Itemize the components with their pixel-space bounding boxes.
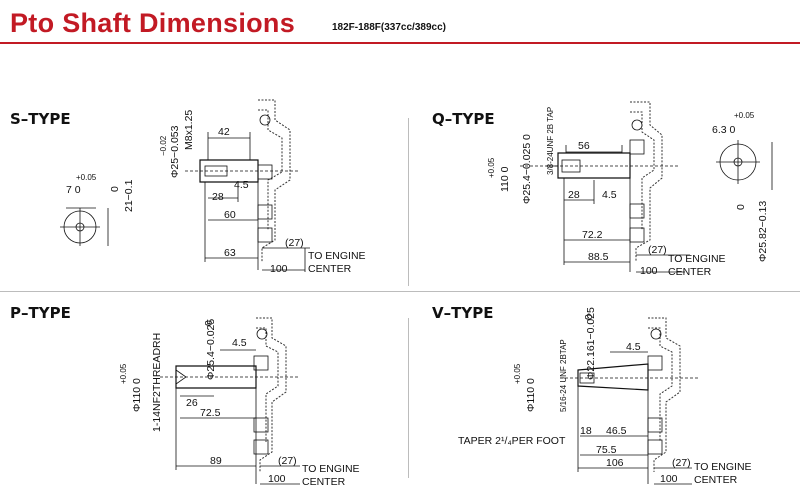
q-dia-main: Φ25.4−0.025 — [521, 143, 533, 204]
s-key-height: 21−0.1 — [123, 179, 135, 212]
v-dim-4-5: 4.5 — [626, 341, 641, 353]
section-divider-vertical-top — [408, 118, 409, 286]
section-divider-vertical-bottom — [408, 318, 409, 478]
s-type-drawing: 42 4.5 28 60 63 (27) 100 TO ENGINE CENTE… — [60, 99, 366, 275]
q-key-width: 6.3 0 — [712, 124, 736, 136]
q-dim-88-5: 88.5 — [588, 251, 609, 263]
p-dim-72-5: 72.5 — [200, 407, 221, 419]
v-dia-main: Φ22.161−0.025 — [585, 307, 597, 380]
section-divider-horizontal — [0, 291, 800, 292]
p-dia-zero: 0 — [203, 320, 215, 326]
s-dia-tol-top: −0.02 — [159, 135, 168, 156]
s-key-tol: +0.05 — [76, 173, 97, 182]
q-key-tol: +0.05 — [734, 111, 755, 120]
p-dim-100: 100 — [268, 473, 286, 485]
p-type-label: P–TYPE — [10, 304, 71, 322]
q-bore: 110 0 — [499, 166, 511, 192]
v-dim-106: 106 — [606, 457, 624, 469]
q-engine-center-line2: CENTER — [668, 266, 712, 278]
s-thread: M8x1.25 — [183, 110, 195, 150]
v-engine-center-line1: TO ENGINE — [694, 461, 752, 473]
s-engine-center-line1: TO ENGINE — [308, 250, 366, 262]
q-engine-center-line1: TO ENGINE — [668, 253, 726, 265]
s-dim-63: 63 — [224, 247, 236, 259]
q-key-zero: 0 — [735, 204, 747, 210]
q-dim-28: 28 — [568, 189, 580, 201]
v-dim-18: 18 — [580, 425, 592, 437]
s-engine-center-line2: CENTER — [308, 263, 352, 275]
v-type-label: V–TYPE — [432, 304, 494, 322]
p-engine-center-line2: CENTER — [302, 476, 346, 488]
v-type-drawing: 4.5 18 46.5 75.5 106 (27) 100 TO ENGINE … — [458, 307, 752, 486]
page-title: Pto Shaft Dimensions — [10, 8, 296, 38]
s-dia-main: Φ25−0.053 — [169, 125, 181, 178]
v-dim-75-5: 75.5 — [596, 444, 617, 456]
s-dim-60: 60 — [224, 209, 236, 221]
s-key-width: 7 0 — [66, 184, 81, 196]
q-dia-tol: +0.05 — [487, 157, 496, 178]
v-engine-center-line2: CENTER — [694, 474, 738, 486]
s-key-height-zero: 0 — [109, 186, 121, 192]
page-subtitle: 182F-188F(337cc/389cc) — [332, 22, 446, 33]
q-type-label: Q–TYPE — [432, 110, 495, 128]
s-dim-27: (27) — [285, 237, 304, 249]
q-dim-27: (27) — [648, 244, 667, 256]
v-dim-46-5: 46.5 — [606, 425, 627, 437]
s-dim-100: 100 — [270, 263, 288, 275]
q-dim-100: 100 — [640, 265, 658, 277]
p-type-drawing: 4.5 26 72.5 89 (27) 100 TO ENGINE CENTER… — [119, 317, 360, 488]
q-dim-72-2: 72.2 — [582, 229, 603, 241]
s-dim-42: 42 — [218, 126, 230, 138]
q-dim-4-5: 4.5 — [602, 189, 617, 201]
p-bore: Φ110 0 — [131, 378, 143, 412]
p-thread: 1-14NF2THREADRH — [151, 333, 163, 432]
q-tap: 3/8-24UNF 2B TAP — [546, 107, 555, 175]
p-dim-4-5: 4.5 — [232, 337, 247, 349]
v-dim-27: (27) — [672, 457, 691, 469]
v-dia-tol: +0.05 — [513, 363, 522, 384]
p-dia-main: Φ25.4−0.025 — [205, 319, 217, 380]
p-dim-26: 26 — [186, 397, 198, 409]
v-taper: TAPER 2¹/₄PER FOOT — [458, 435, 566, 447]
v-bore: Φ110 0 — [525, 378, 537, 412]
v-dia-zero: 0 — [583, 314, 595, 320]
v-dim-100: 100 — [660, 473, 678, 485]
s-dim-28: 28 — [212, 191, 224, 203]
v-tap: 5/16-24 UNF 2BTAP — [559, 339, 568, 412]
p-dim-27: (27) — [278, 455, 297, 467]
s-type-label: S–TYPE — [10, 110, 71, 128]
title-rule — [0, 42, 800, 44]
q-type-drawing: 56 28 4.5 72.2 88.5 (27) 100 TO ENGINE C… — [487, 101, 773, 278]
q-dim-56: 56 — [578, 140, 590, 152]
p-engine-center-line1: TO ENGINE — [302, 463, 360, 475]
s-dim-4-5: 4.5 — [234, 179, 249, 191]
p-dim-89: 89 — [210, 455, 222, 467]
q-key-height: Φ25.82−0.13 — [757, 201, 769, 262]
p-dia-tol: +0.05 — [119, 363, 128, 384]
q-dia-top: 0 — [521, 134, 533, 140]
